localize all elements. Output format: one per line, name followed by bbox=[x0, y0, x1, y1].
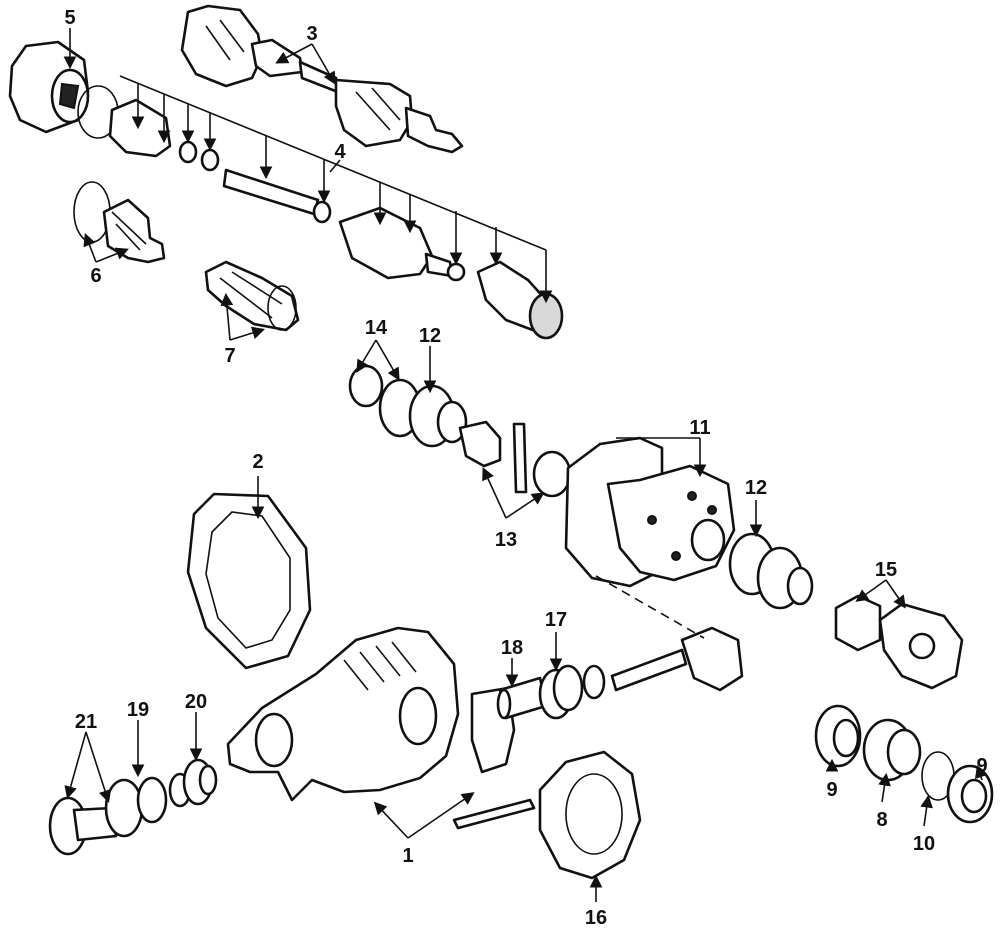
differential-gears-13 bbox=[458, 420, 572, 498]
pinion-bearing-14 bbox=[348, 364, 422, 438]
axle-bearing-8 bbox=[862, 718, 922, 782]
callout-17: 17 bbox=[545, 609, 567, 631]
callout-6: 6 bbox=[90, 265, 101, 287]
axle-shaft-components-4 bbox=[77, 85, 564, 340]
side-bearing-12-lower bbox=[728, 532, 814, 610]
callout-3: 3 bbox=[306, 23, 317, 45]
companion-flange-15 bbox=[834, 594, 964, 690]
callout-20: 20 bbox=[185, 691, 207, 713]
callout-18: 18 bbox=[501, 637, 523, 659]
cv-joint-housing-5 bbox=[8, 40, 90, 134]
callout-21: 21 bbox=[75, 711, 97, 733]
oil-seal-19 bbox=[104, 776, 168, 838]
callout-11: 11 bbox=[689, 417, 710, 439]
callout-10: 10 bbox=[913, 833, 935, 855]
callout-15: 15 bbox=[875, 559, 897, 581]
cv-boot-6 bbox=[73, 181, 166, 264]
callout-14: 14 bbox=[365, 317, 388, 339]
callout-2: 2 bbox=[252, 451, 263, 473]
axle-bearing-9-right bbox=[946, 764, 994, 824]
pinion-bearing-20 bbox=[168, 758, 218, 808]
callout-16: 16 bbox=[585, 907, 607, 929]
axle-shaft-assembly-3 bbox=[180, 4, 464, 154]
callout-8: 8 bbox=[876, 809, 887, 831]
callout-19: 19 bbox=[127, 699, 149, 721]
cv-boot-7 bbox=[204, 260, 300, 332]
differential-case-11 bbox=[564, 436, 736, 588]
axle-bearing-9-left bbox=[814, 704, 862, 768]
callout-5: 5 bbox=[64, 7, 75, 29]
pinion-bearing-17 bbox=[538, 664, 606, 720]
drive-pinion bbox=[610, 626, 744, 692]
side-bearing-12-upper bbox=[408, 384, 468, 448]
differential-cover-2 bbox=[186, 492, 312, 670]
ring-gear-16 bbox=[452, 750, 642, 880]
collapsible-spacer-18 bbox=[496, 676, 548, 720]
callout-9-right: 9 bbox=[976, 755, 987, 777]
callout-7: 7 bbox=[224, 345, 235, 367]
callout-9-left: 9 bbox=[826, 779, 837, 801]
callout-4: 4 bbox=[334, 141, 346, 163]
callout-12-lower: 12 bbox=[745, 477, 767, 499]
callout-13: 13 bbox=[495, 529, 517, 551]
leader-lines bbox=[63, 28, 988, 902]
callout-1: 1 bbox=[402, 845, 413, 867]
callout-labels: 1 2 3 4 5 6 7 8 9 9 10 11 12 12 13 14 15… bbox=[64, 7, 987, 929]
callout-12-upper: 12 bbox=[419, 325, 441, 347]
